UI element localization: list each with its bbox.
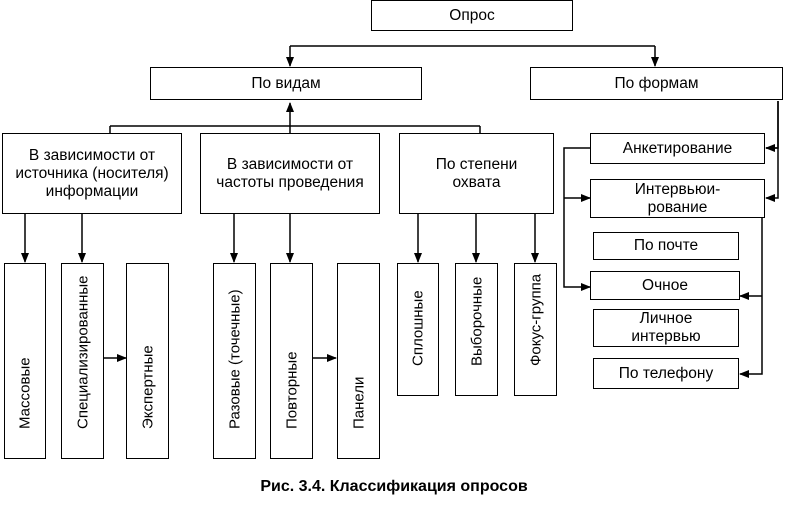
leaf-frequency-1: Разовые (точечные) xyxy=(213,263,256,459)
figure-caption: Рис. 3.4. Классификация опросов xyxy=(260,478,528,495)
leaf-frequency-2-label: Повторные xyxy=(283,351,300,429)
form-in-person: Очное xyxy=(590,271,740,300)
coverage-category-label: По степени охвата xyxy=(435,155,518,191)
leaf-source-3: Экспертные xyxy=(126,263,169,459)
form-by-mail-label: По почте xyxy=(633,237,699,254)
leaf-coverage-2-label: Выборочные xyxy=(468,276,485,366)
by-type-node: По видам xyxy=(150,67,422,100)
leaf-source-1: Массовые xyxy=(4,263,46,459)
form-interview-label: Интервьюи-рование xyxy=(634,180,721,216)
source-category-label: В зависимости от источника (носителя) ин… xyxy=(15,146,169,200)
form-personal-interview-label: Личное интервью xyxy=(631,310,701,345)
leaf-frequency-1-label: Разовые (точечные) xyxy=(226,289,243,429)
coverage-category-node: По степени охвата xyxy=(399,133,554,214)
leaf-source-3-label: Экспертные xyxy=(139,345,156,429)
source-category-node: В зависимости от источника (носителя) ин… xyxy=(2,133,182,214)
form-by-phone-label: По телефону xyxy=(618,364,714,382)
root-node: Опрос xyxy=(371,0,573,31)
root-label: Опрос xyxy=(449,6,495,24)
leaf-coverage-3: Фокус-группа xyxy=(514,263,557,396)
form-in-person-label: Очное xyxy=(642,276,688,294)
by-form-node: По формам xyxy=(530,67,783,100)
leaf-coverage-3-label: Фокус-группа xyxy=(527,273,544,366)
leaf-coverage-2: Выборочные xyxy=(455,263,498,396)
form-interview: Интервьюи-рование xyxy=(590,179,765,218)
frequency-category-label: В зависимости от частоты проведения xyxy=(216,155,364,191)
form-questionnaire-label: Анкетирование xyxy=(622,139,733,157)
leaf-frequency-3-label: Панели xyxy=(350,376,367,429)
leaf-frequency-3: Панели xyxy=(337,263,380,459)
frequency-category-node: В зависимости от частоты проведения xyxy=(200,133,380,214)
by-type-label: По видам xyxy=(251,74,321,92)
leaf-frequency-2: Повторные xyxy=(270,263,313,459)
by-form-label: По формам xyxy=(614,74,699,92)
leaf-source-2-label: Специализированные xyxy=(74,275,91,429)
form-by-phone: По телефону xyxy=(593,358,739,389)
leaf-coverage-1: Сплошные xyxy=(397,263,439,396)
form-questionnaire: Анкетирование xyxy=(590,133,765,164)
leaf-source-1-label: Массовые xyxy=(16,357,34,429)
leaf-source-2: Специализированные xyxy=(61,263,104,459)
form-by-mail: По почте xyxy=(593,232,739,260)
leaf-coverage-1-label: Сплошные xyxy=(409,290,427,366)
form-personal-interview: Личное интервью xyxy=(593,309,739,347)
